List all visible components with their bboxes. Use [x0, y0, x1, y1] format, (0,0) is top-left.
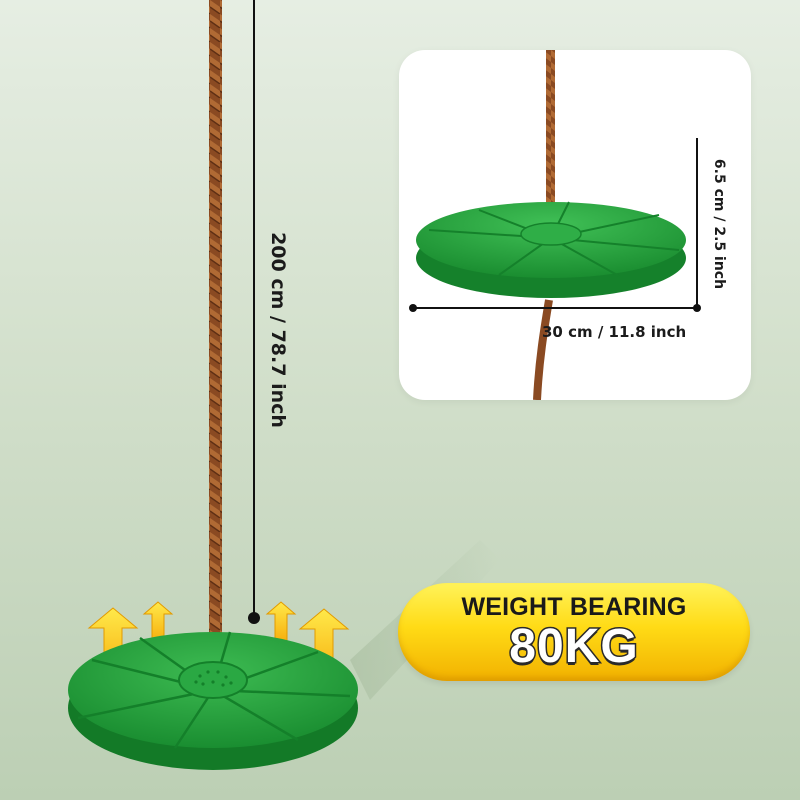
swing-seat-icon: [68, 631, 358, 770]
weight-bearing-title: WEIGHT BEARING: [461, 593, 687, 621]
rope-length-measure-line: [248, 0, 260, 624]
rope-icon: [209, 0, 222, 672]
seat-height-measure-line: [693, 138, 701, 312]
seat-height-label: 6.5 cm / 2.5 inch: [711, 158, 727, 290]
rope-icon: [533, 299, 553, 400]
seat-width-measure-line: [409, 304, 697, 312]
seat-diameter-label: 30 cm / 11.8 inch: [542, 323, 687, 341]
seat-dimension-inset: [399, 50, 751, 400]
weight-bearing-value: 80KG: [508, 619, 639, 675]
rope-icon: [546, 50, 555, 230]
swing-seat-icon: [416, 201, 686, 298]
rope-length-label: 200 cm / 78.7 inch: [267, 232, 289, 428]
inset-seat-illustration: [409, 50, 701, 400]
weight-bearing-badge: WEIGHT BEARING 80KG: [398, 583, 750, 681]
